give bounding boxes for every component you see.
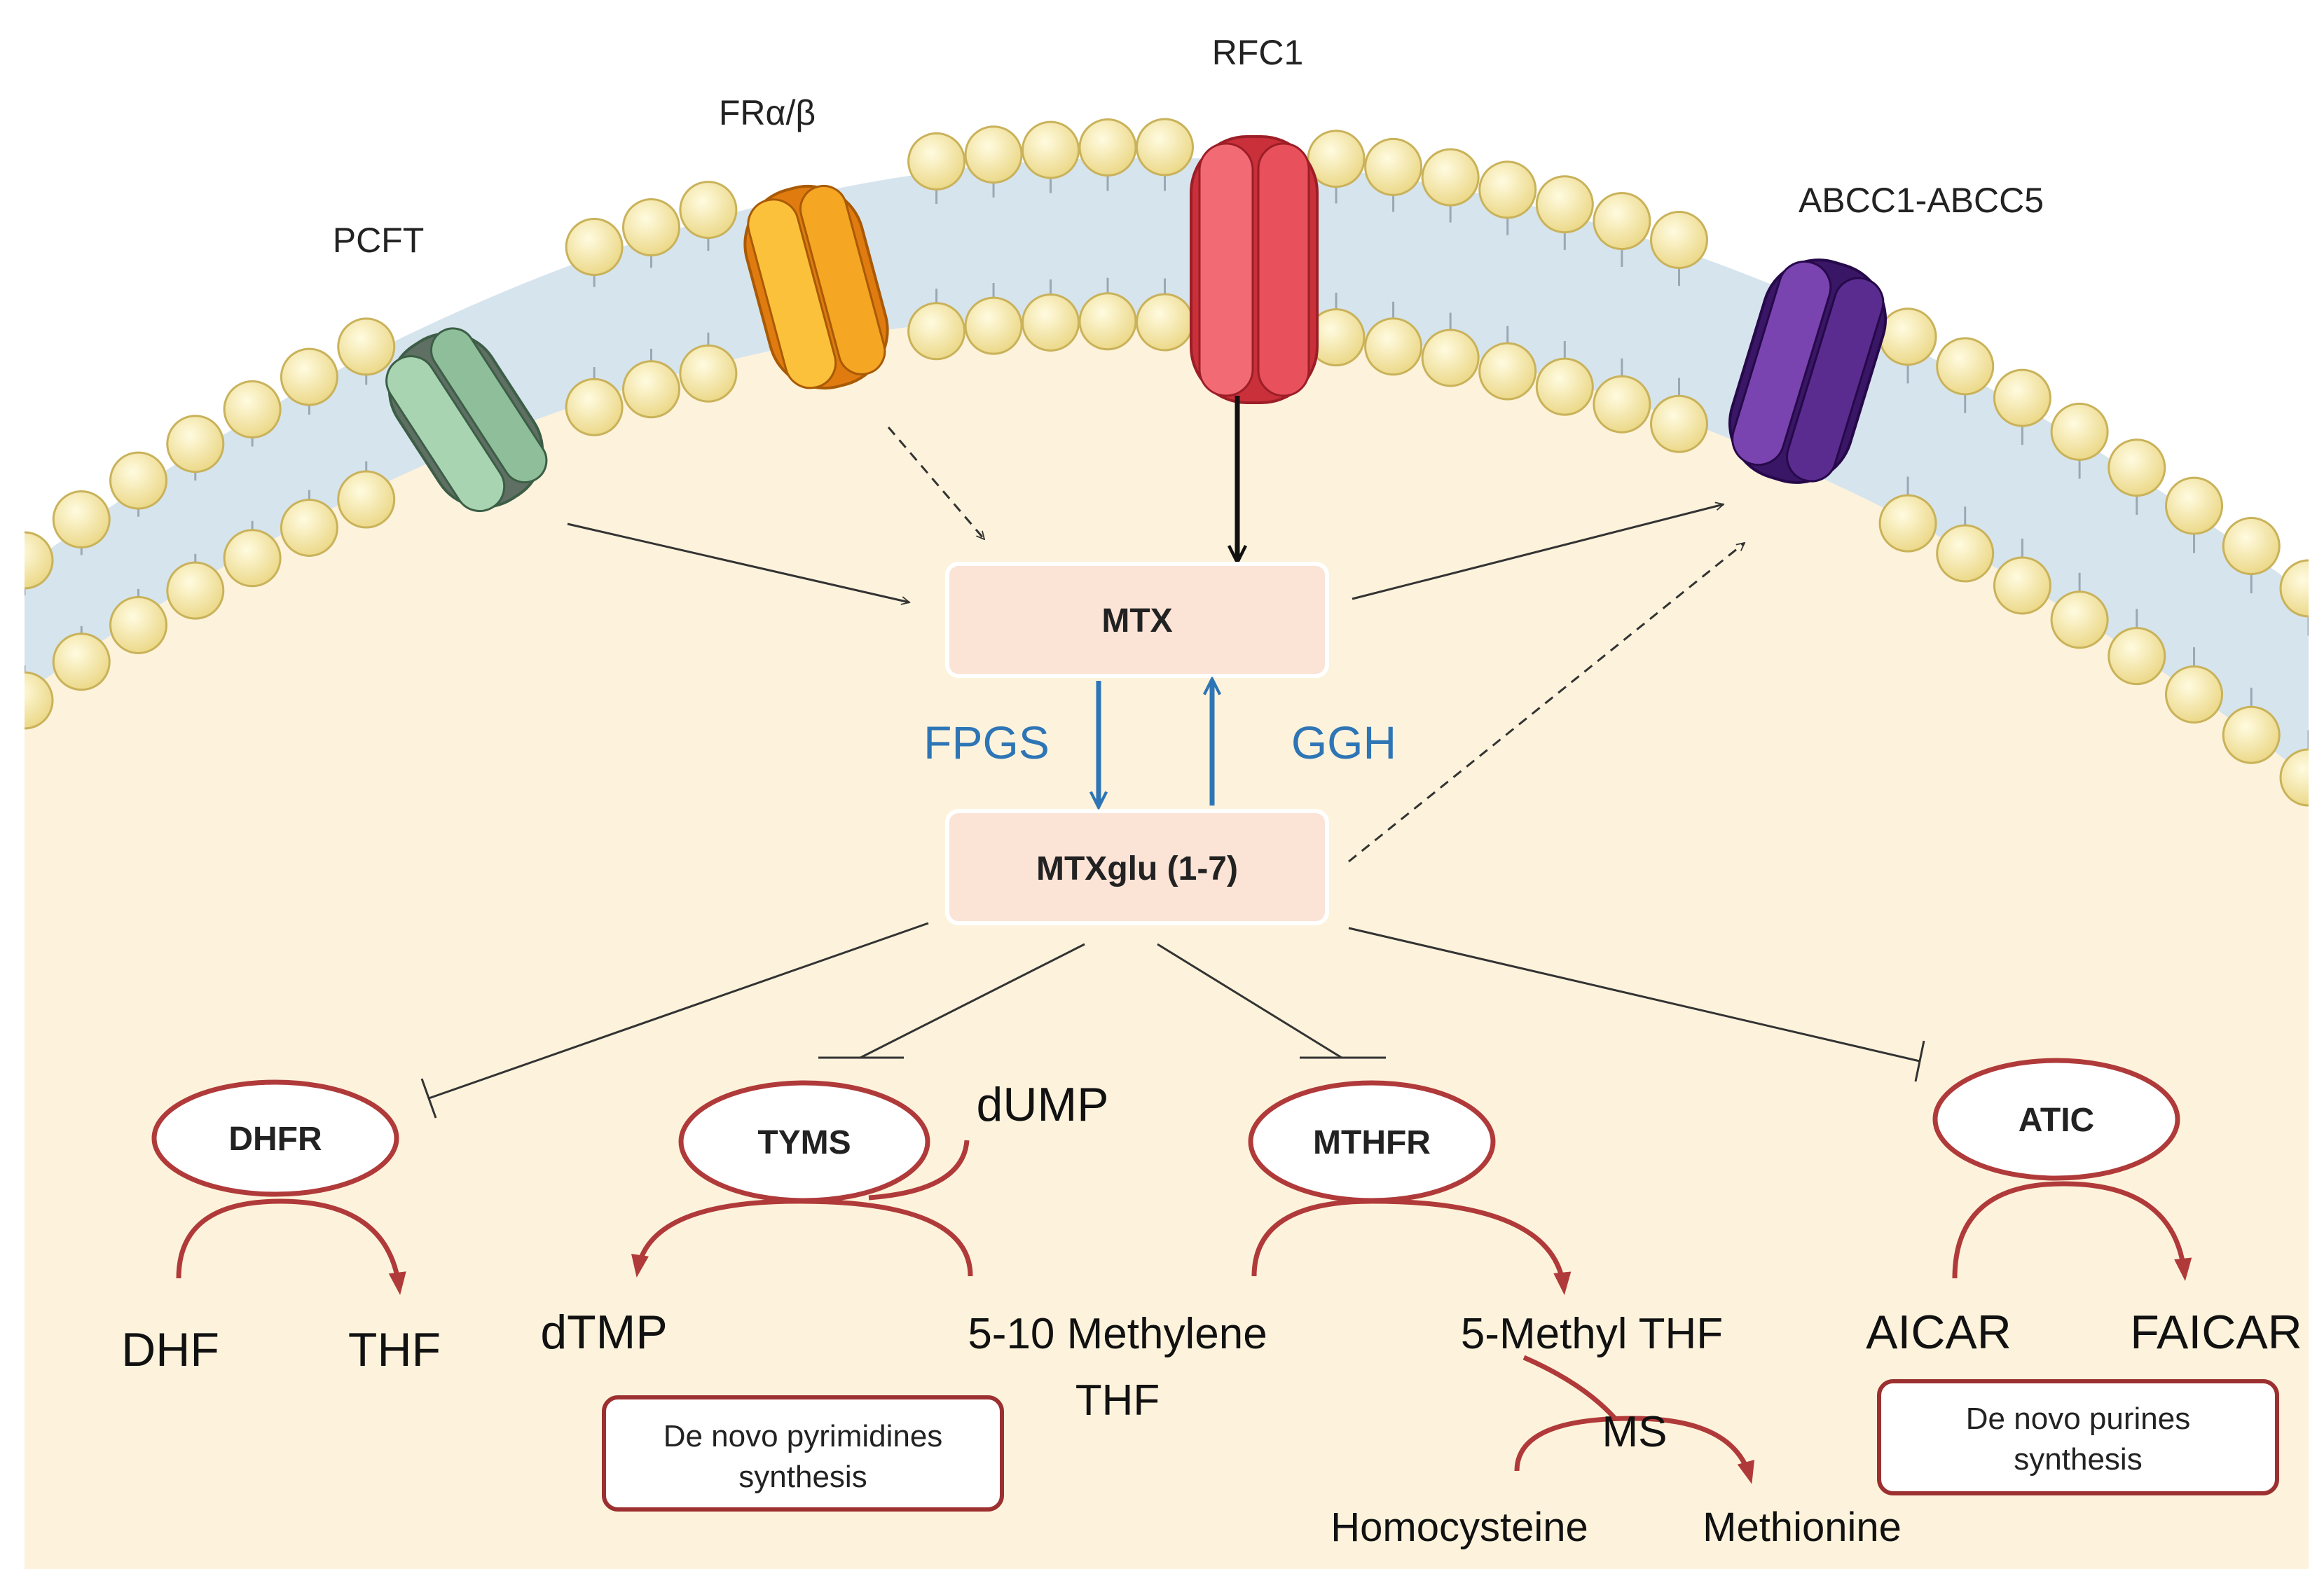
pyrimidine-box — [602, 1395, 1004, 1512]
abcc-label: ABCC1-ABCC5 — [1799, 181, 2044, 220]
ms-reaction-arrow — [1514, 1416, 1755, 1484]
atic-reaction-arrow — [1952, 1181, 2192, 1281]
atic-ellipse — [1932, 1058, 2180, 1181]
rfc1-label: RFC1 — [1212, 33, 1304, 72]
pcft-label: PCFT — [333, 221, 425, 260]
mtx-label: MTX — [1101, 602, 1172, 640]
mthfr-label: MTHFR — [1313, 1124, 1431, 1161]
mtx-box — [945, 562, 1329, 678]
methyl-thf-label: 5-Methyl THF — [1461, 1310, 1723, 1358]
methylene-thf-label-1: 5-10 Methylene — [968, 1310, 1267, 1358]
tyms-label: TYMS — [757, 1124, 851, 1161]
dhf-label: DHF — [121, 1323, 219, 1376]
fpgs-label: FPGS — [923, 717, 1050, 768]
lipid-heads — [25, 118, 2309, 807]
inhibition-lines — [420, 922, 1925, 1119]
thf-label: THF — [348, 1323, 441, 1376]
purine-box-line1: De novo purines — [1966, 1402, 2190, 1436]
dhfr-reaction-arrow — [176, 1198, 406, 1295]
dhfr-label: DHFR — [228, 1121, 322, 1158]
tyms-reaction-arrow — [631, 1198, 973, 1278]
fr-transporter — [743, 184, 889, 390]
methionine-label: Methionine — [1703, 1505, 1902, 1550]
abcc-transporter — [1728, 258, 1888, 484]
pyrimidine-box-line2: synthesis — [738, 1460, 867, 1494]
ggh-label: GGH — [1291, 717, 1396, 768]
atic-label: ATIC — [2019, 1102, 2094, 1139]
pcft-transporter — [385, 327, 548, 513]
dhfr-ellipse — [151, 1079, 399, 1197]
mtxglu-box — [945, 809, 1329, 925]
tyms-dump-curve — [868, 1140, 970, 1201]
cell — [25, 118, 2309, 1569]
homocysteine-label: Homocysteine — [1331, 1505, 1588, 1550]
dtmp-label: dTMP — [540, 1306, 667, 1359]
faicar-label: FAICAR — [2130, 1306, 2302, 1359]
rfc1-transporter — [1190, 135, 1319, 404]
efflux-glu-arrow — [1348, 543, 1745, 863]
cytoplasm — [25, 310, 2309, 1569]
fr-arrow — [887, 427, 984, 539]
purine-box — [1877, 1379, 2279, 1495]
mtxglu-label: MTXglu (1-7) — [1036, 850, 1238, 887]
dump-label: dUMP — [977, 1078, 1109, 1131]
membrane-band — [25, 157, 2309, 777]
ms-label: MS — [1602, 1408, 1668, 1456]
efflux-arrow — [1352, 504, 1724, 600]
mthfr-reaction-arrow — [1251, 1198, 1572, 1295]
purine-box-line2: synthesis — [2014, 1442, 2142, 1477]
methylene-thf-label-2: THF — [1075, 1376, 1160, 1425]
pyrimidine-box-line1: De novo pyrimidines — [663, 1419, 943, 1453]
fr-label: FRα/β — [719, 93, 816, 132]
aicar-label: AICAR — [1866, 1306, 2012, 1359]
pcft-arrow — [567, 523, 909, 602]
methyl-thf-to-ms-curve — [1522, 1355, 1617, 1420]
